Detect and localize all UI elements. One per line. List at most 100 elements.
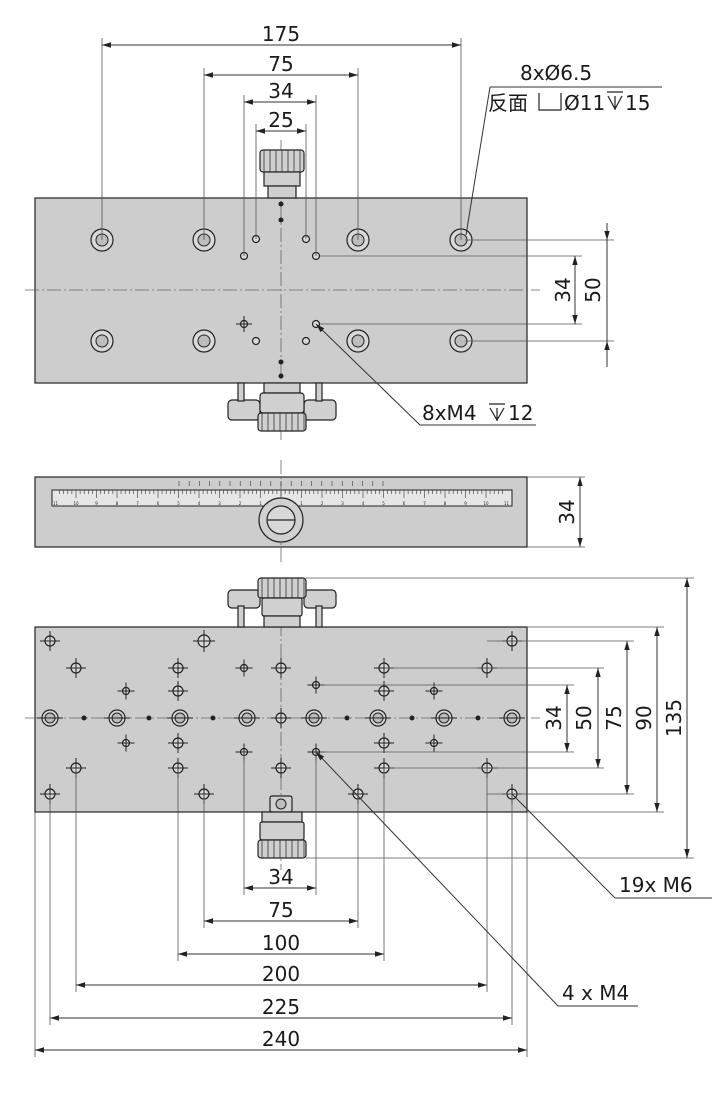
tapped-note-leader: [315, 323, 421, 426]
m4-hole: [425, 682, 443, 700]
top-vdim-34: 34: [551, 277, 575, 302]
m4-hole: [235, 659, 253, 677]
scale-tick-label: 7: [136, 501, 139, 506]
top-view: 175 75 34 25 34 50 8xØ6.5 反面 Ø11 15 8xM4: [25, 22, 662, 440]
bottom-vdim-90: 90: [632, 705, 656, 730]
scale-tick-label: 11: [504, 501, 510, 506]
dowel-dot: [210, 715, 216, 721]
bottom-knob-upper: [227, 577, 337, 628]
m6-hole: [168, 733, 188, 753]
bottom-center-hole: [167, 709, 193, 727]
dowel-dot: [475, 715, 481, 721]
bottom-center-hole: [431, 709, 457, 727]
scale-tick-label: 6: [403, 501, 406, 506]
bottom-hdim-100: 100: [262, 931, 300, 955]
side-knob: [258, 497, 304, 543]
bottom-center-hole: [365, 709, 391, 727]
scale-tick-label: 7: [423, 501, 426, 506]
scale-tick-label: 11: [53, 501, 59, 506]
bottom-center-hole: [104, 709, 130, 727]
top-knob-lower: [227, 382, 337, 432]
scale-tick-label: 10: [73, 501, 79, 506]
bottom-holes: [37, 630, 525, 804]
m6-hole: [168, 658, 188, 678]
m6-hole: [271, 708, 291, 728]
m4-note-label: 4 x M4: [562, 981, 629, 1005]
scale-tick-label: 4: [198, 501, 201, 506]
m6-hole: [374, 733, 394, 753]
tapped-note-depth: 12: [508, 401, 533, 425]
m6-note-leader: [511, 793, 616, 899]
top-dim-75: 75: [268, 52, 293, 76]
m4-hole: [117, 682, 135, 700]
scale-tick-label: 9: [95, 501, 98, 506]
m6-hole: [374, 681, 394, 701]
m6-hole: [271, 758, 291, 778]
scale-tick-label: 6: [157, 501, 160, 506]
bottom-vdim-135: 135: [662, 699, 686, 737]
m6-hole: [40, 631, 60, 651]
m4-note-leader: [315, 751, 559, 1007]
counterbore-hole: [449, 329, 473, 353]
bottom-vdim-75: 75: [602, 705, 626, 730]
hole-note-leader: [465, 86, 491, 236]
scale-tick-label: 5: [382, 501, 385, 506]
scale-tick-label: 2: [321, 501, 324, 506]
dowel-dot: [81, 715, 87, 721]
dowel-dot: [409, 715, 415, 721]
counterbore-hole: [346, 329, 370, 353]
scale-tick-label: 3: [218, 501, 221, 506]
bottom-center-hole: [37, 709, 63, 727]
bottom-hdim-240: 240: [262, 1027, 300, 1051]
bottom-hdim-225: 225: [262, 995, 300, 1019]
m4-hole: [425, 734, 443, 752]
top-dim-lines: [101, 38, 462, 256]
bottom-hdim-75: 75: [268, 898, 293, 922]
top-knob-upper: [259, 149, 305, 199]
dowel-dot: [344, 715, 350, 721]
bottom-vdim-50: 50: [572, 705, 596, 730]
bottom-hdim-lines: [34, 752, 528, 1057]
scale-tick-label: 9: [464, 501, 467, 506]
bottom-center-hole: [499, 709, 525, 727]
scale-tick-label: 10: [483, 501, 489, 506]
scale-tick-label: 3: [341, 501, 344, 506]
counterbore-symbol-icon: [538, 93, 562, 111]
scale-tick-label: 4: [362, 501, 365, 506]
m6-hole: [66, 658, 86, 678]
bottom-knob-lower: [257, 795, 307, 859]
bottom-hdim-200: 200: [262, 962, 300, 986]
bottom-view: 34 50 75 90 135 34 75 100: [25, 577, 712, 1057]
scale-tick-label: 8: [116, 501, 119, 506]
m6-hole: [271, 658, 291, 678]
scale-tick-label: 5: [177, 501, 180, 506]
bottom-center-hole: [301, 709, 327, 727]
scale-tick-label: 8: [444, 501, 447, 506]
bottom-vdim-34: 34: [542, 705, 566, 730]
scale-tick-label: 2: [239, 501, 242, 506]
tapped-note-label: 8xM4: [422, 401, 477, 425]
hole-note-count: 8xØ6.5: [520, 61, 592, 85]
hole-note-reverse: 反面: [488, 91, 528, 115]
top-dim-175: 175: [262, 22, 300, 46]
scale-tick-label: 1: [259, 501, 262, 506]
m6-hole: [193, 630, 215, 652]
top-dim-25: 25: [268, 108, 293, 132]
bottom-hdim-34: 34: [268, 865, 293, 889]
bottom-center-hole: [234, 709, 260, 727]
hole-note-depth: 15: [625, 91, 650, 115]
m6-note-label: 19x M6: [619, 873, 693, 897]
scale-tick-label: 1: [300, 501, 303, 506]
m4-hole: [117, 734, 135, 752]
counterbore-hole: [90, 329, 114, 353]
m6-hole: [168, 681, 188, 701]
top-vdim-lines: [320, 223, 614, 367]
hole-note-cbore: Ø11: [564, 91, 605, 115]
side-dim-34: 34: [555, 499, 579, 524]
top-vdim-50: 50: [581, 277, 605, 302]
depth-symbol-icon: [489, 403, 505, 422]
